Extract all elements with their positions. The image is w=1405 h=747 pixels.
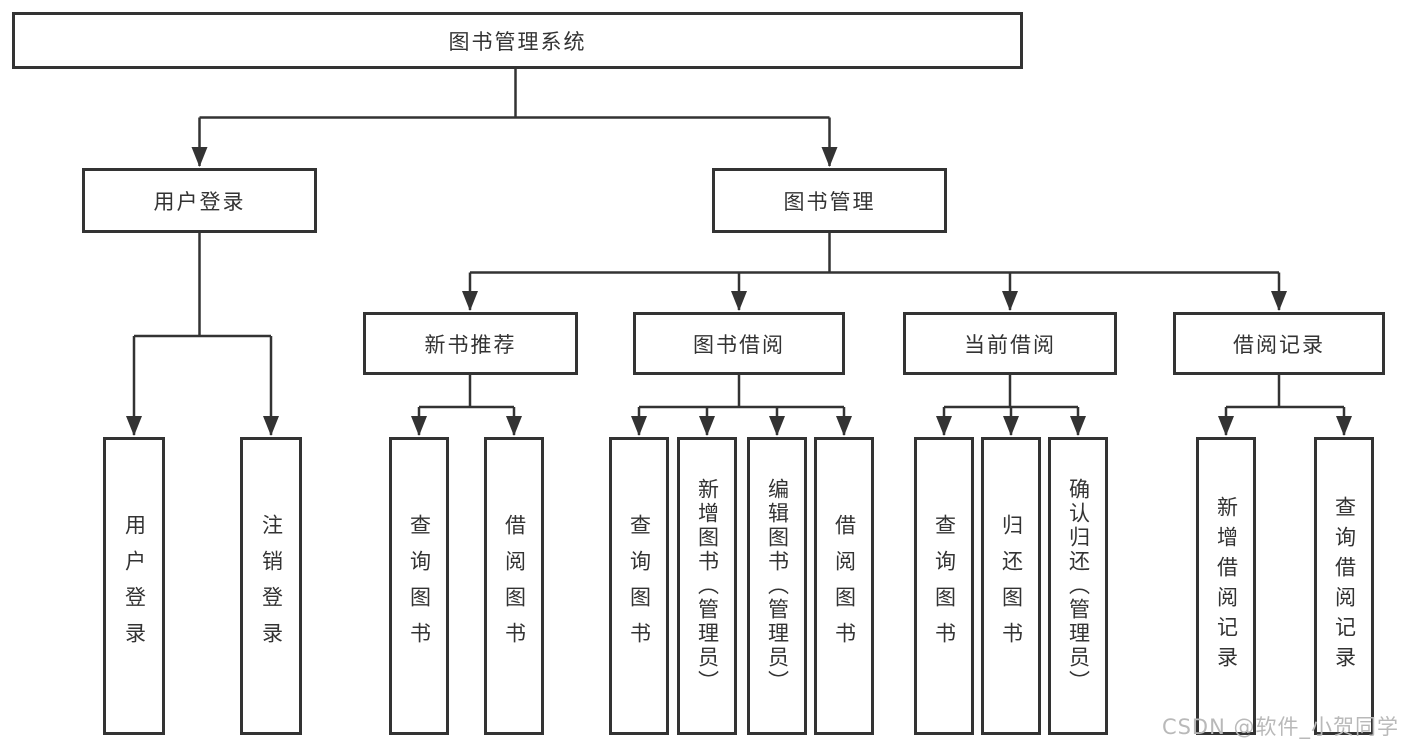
node-label: 新书推荐: [424, 332, 517, 357]
connector-cur-stem: [944, 375, 1078, 409]
node-label: 借阅记录: [1233, 332, 1325, 357]
leaf-label: 新增图书（管理员）: [695, 478, 720, 694]
leaf-query-books: 查询图书: [609, 437, 669, 735]
connector-mgmt-stem: [470, 233, 1279, 274]
node-book-management: 图书管理: [712, 168, 947, 233]
leaf-confirm-return-admin: 确认归还（管理员）: [1048, 437, 1108, 735]
connector-root-stem: [199, 69, 830, 119]
node-label: 图书借阅: [693, 332, 785, 357]
node-label: 用户登录: [153, 189, 246, 214]
leaf-query-books: 查询图书: [389, 437, 449, 735]
node-label: 图书管理: [783, 189, 876, 214]
leaf-logout: 注销登录: [240, 437, 302, 735]
leaf-return-books: 归还图书: [981, 437, 1041, 735]
leaf-label: 新增借阅记录: [1214, 496, 1239, 676]
connector-rec-stem: [419, 375, 514, 409]
leaf-label: 查询图书: [627, 514, 652, 658]
node-label: 当前借阅: [964, 332, 1056, 357]
connector-recd-stem: [1226, 375, 1344, 409]
leaf-edit-books-admin: 编辑图书（管理员）: [747, 437, 807, 735]
leaf-label: 查询图书: [407, 514, 432, 658]
leaf-label: 查询借阅记录: [1332, 496, 1357, 676]
leaf-label: 归还图书: [999, 514, 1024, 658]
leaf-query-borrow-record: 查询借阅记录: [1314, 437, 1374, 735]
leaf-query-books: 查询图书: [914, 437, 974, 735]
node-user-login: 用户登录: [82, 168, 317, 233]
leaf-borrow-books: 借阅图书: [814, 437, 874, 735]
leaf-label: 查询图书: [932, 514, 957, 658]
node-current-borrowing: 当前借阅: [903, 312, 1117, 375]
leaf-label: 借阅图书: [832, 514, 857, 658]
leaf-add-books-admin: 新增图书（管理员）: [677, 437, 737, 735]
node-borrowing-records: 借阅记录: [1173, 312, 1385, 375]
connector-bor-stem: [639, 375, 844, 409]
node-label: 图书管理系统: [448, 29, 587, 54]
leaf-user-login: 用户登录: [103, 437, 165, 735]
connector-login-stem: [134, 233, 271, 338]
csdn-watermark: CSDN @软件_小贺同学: [1161, 715, 1399, 739]
leaf-label: 用户登录: [122, 514, 147, 658]
node-new-book-recommendation: 新书推荐: [363, 312, 578, 375]
leaf-label: 确认归还（管理员）: [1066, 478, 1091, 694]
leaf-borrow-books: 借阅图书: [484, 437, 544, 735]
leaf-label: 注销登录: [259, 514, 284, 658]
leaf-add-borrow-record: 新增借阅记录: [1196, 437, 1256, 735]
node-book-borrowing: 图书借阅: [633, 312, 845, 375]
leaf-label: 借阅图书: [502, 514, 527, 658]
leaf-label: 编辑图书（管理员）: [765, 478, 790, 694]
node-library-management-system: 图书管理系统: [12, 12, 1023, 69]
